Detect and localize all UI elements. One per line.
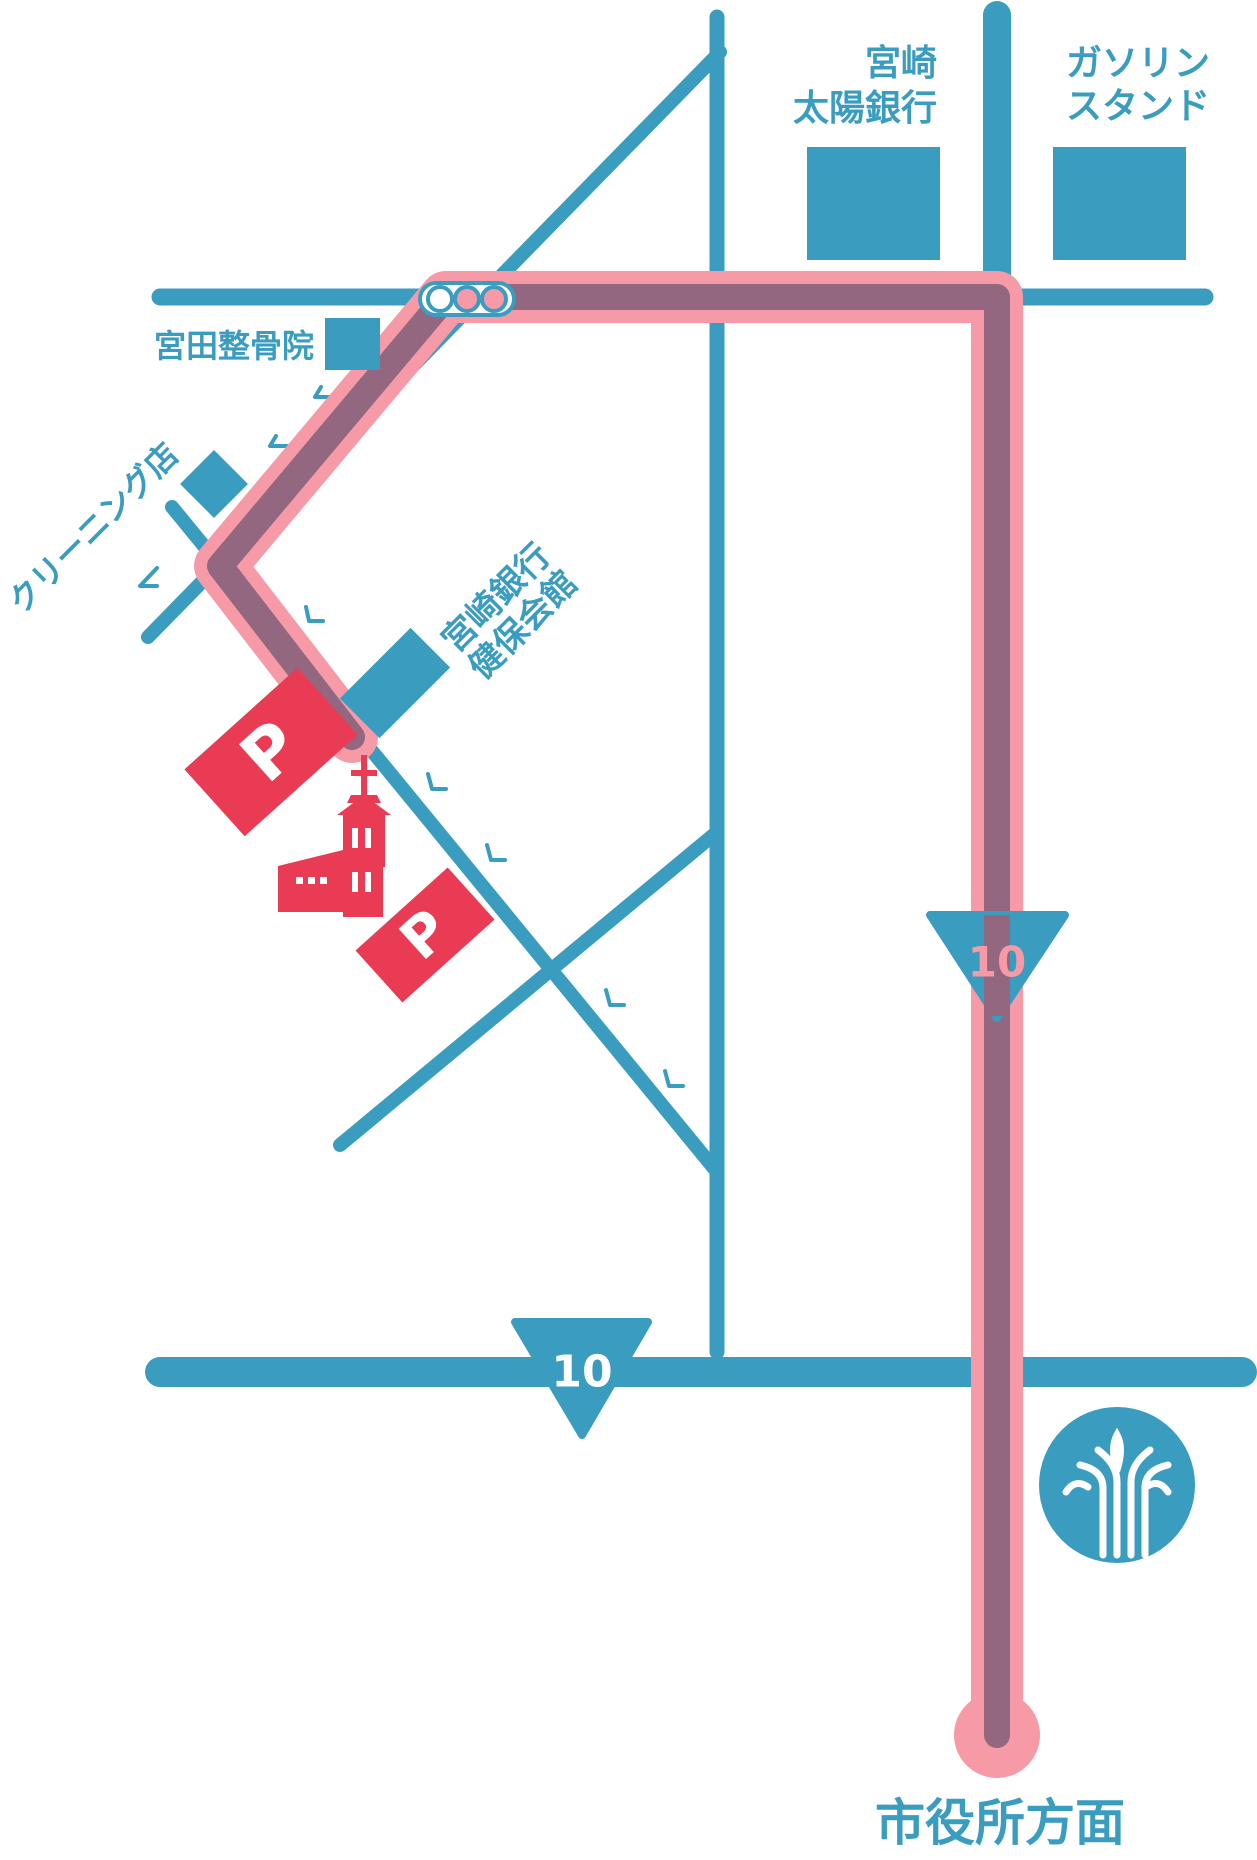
- building-miyazaki-bank-hall: [339, 627, 451, 739]
- route-shield-horizontal: 10: [511, 1318, 652, 1439]
- route-number-label: 10: [551, 1347, 612, 1398]
- building-gas-station: [1053, 147, 1186, 260]
- parking-icon: [355, 867, 495, 1003]
- buildings: [180, 147, 1186, 739]
- building-miyazaki-taiyo-bank: [807, 147, 940, 260]
- route-number-label: 10: [968, 938, 1026, 987]
- church-icon: [278, 755, 391, 917]
- route-line: [207, 284, 1010, 1748]
- parking-icon: [184, 667, 358, 837]
- parking-lot-upper: P: [184, 667, 358, 837]
- label-miyazaki-taiyo-bank-line2: 太陽銀行: [793, 88, 937, 129]
- city-emblem-icon: [1039, 1407, 1195, 1563]
- one-way-marker: [604, 988, 626, 1007]
- one-way-marker: [485, 843, 507, 862]
- route: [194, 271, 1040, 1778]
- one-way-marker: [313, 385, 334, 399]
- one-way-marker: [138, 566, 159, 588]
- one-way-marker: [663, 1069, 685, 1088]
- one-way-markers: [138, 385, 685, 1088]
- label-miyazaki-taiyo-bank-line1: 宮崎: [865, 43, 937, 84]
- route-shield-vertical: 10: [926, 911, 1069, 1022]
- label-gas-station-line2: スタンド: [1066, 86, 1210, 127]
- building-miyata-clinic: [325, 318, 380, 370]
- one-way-marker: [426, 772, 448, 791]
- label-city-hall-direction: 市役所方面: [875, 1794, 1125, 1852]
- one-way-marker: [268, 434, 289, 448]
- label-miyata-clinic: 宮田整骨院: [154, 327, 314, 365]
- label-cleaning-shop: クリーニング店: [1, 435, 186, 620]
- label-gas-station-line1: ガソリン: [1066, 43, 1210, 84]
- route-highlight: [194, 271, 1023, 1761]
- building-cleaning-shop: [180, 450, 248, 518]
- traffic-signal-icon: [418, 281, 516, 317]
- one-way-marker: [304, 605, 325, 623]
- road-lower-diagonal: [333, 825, 724, 1152]
